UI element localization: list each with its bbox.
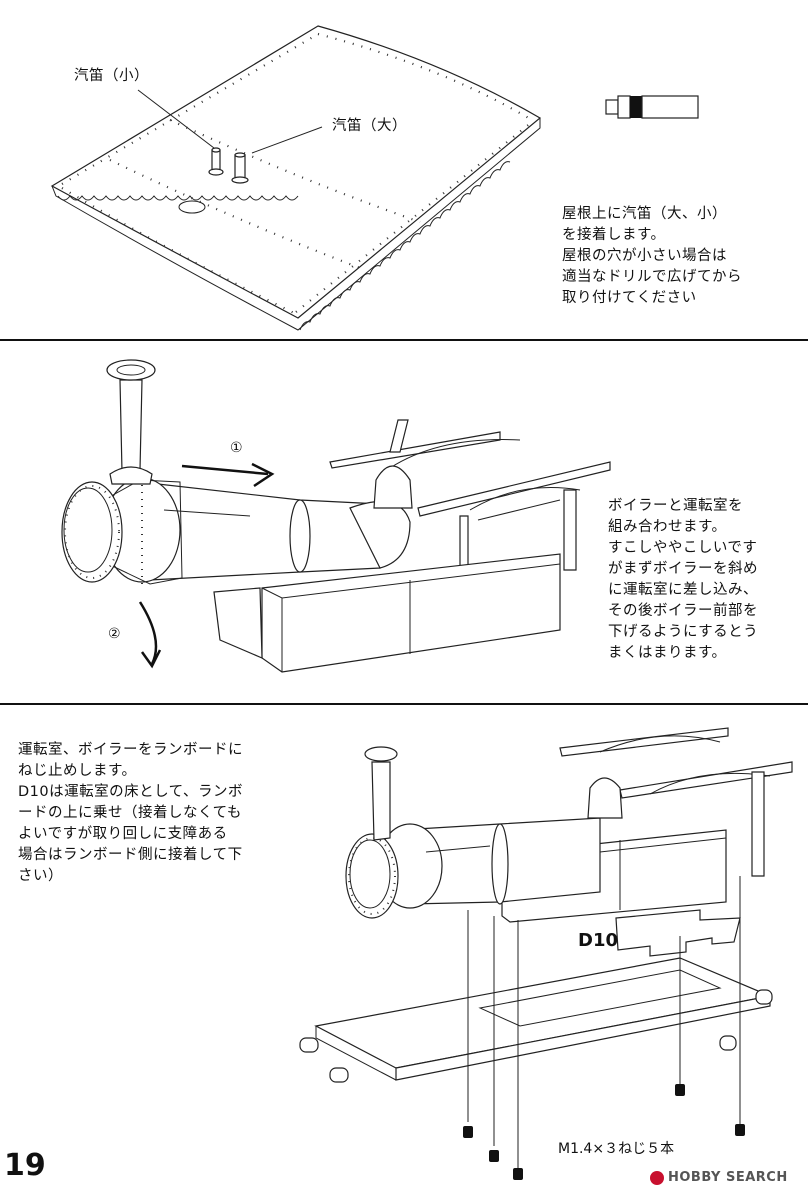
roof-instructions: 屋根上に汽笛（大、小） を接着します。 屋根の穴が小さい場合は 適当なドリルで広…	[562, 204, 742, 309]
instruction-line: ードの上に乗せ（接着しなくても	[18, 805, 242, 821]
instruction-line: まくはまります。	[608, 645, 727, 661]
instruction-line: すこしややこしいです	[608, 540, 758, 556]
boiler-cab-illustration	[61, 359, 611, 673]
instruction-line: 運転室、ボイラーをランボードに	[18, 742, 243, 758]
instruction-line: 屋根上に汽笛（大、小）	[562, 206, 727, 222]
section-divider	[0, 703, 808, 705]
screw-label: M1.4×３ねじ５本	[558, 1141, 675, 1157]
instruction-line: 適当なドリルで広げてから	[562, 269, 742, 285]
watermark-text: HOBBY SEARCH	[668, 1170, 788, 1185]
instruction-line: 屋根の穴が小さい場合は	[562, 248, 727, 264]
running-board-illustration	[299, 727, 793, 1180]
label-whistle-small: 汽笛（小）	[74, 68, 149, 84]
page-number: 19	[4, 1148, 46, 1183]
instruction-line: 取り付けてください	[562, 290, 697, 306]
instruction-line: その後ボイラー前部を	[608, 603, 758, 619]
step-2-marker: ②	[108, 626, 121, 642]
running-board-instructions: 運転室、ボイラーをランボードに ねじ止めします。 D10は運転室の床として、ラン…	[18, 740, 243, 887]
instruction-line: ねじ止めします。	[18, 763, 137, 779]
d10-part-label: D10	[578, 930, 618, 951]
instruction-line: 下げるようにするとう	[608, 624, 759, 640]
roof-illustration	[50, 25, 699, 331]
instruction-line: に運転室に差し込み、	[608, 582, 758, 598]
boiler-instructions: ボイラーと運転室を 組み合わせます。 すこしややこしいです がまずボイラーを斜め…	[608, 496, 758, 664]
watermark: HOBBY SEARCH	[650, 1170, 788, 1185]
instruction-line: 場合はランボード側に接着して下	[18, 847, 243, 863]
instruction-line: がまずボイラーを斜め	[608, 561, 758, 577]
label-whistle-large: 汽笛（大）	[332, 118, 407, 134]
hobby-search-logo-icon	[650, 1170, 664, 1185]
instruction-line: D10は運転室の床として、ランボ	[18, 784, 243, 800]
whistle-detail-icon	[605, 95, 699, 119]
section-divider	[0, 339, 808, 341]
instruction-line: を接着します。	[562, 227, 666, 243]
instruction-line: よいですが取り回しに支障ある	[18, 826, 228, 842]
step-1-marker: ①	[230, 440, 243, 456]
instruction-line: ボイラーと運転室を	[608, 498, 743, 514]
instruction-line: 組み合わせます。	[608, 519, 727, 535]
instruction-line: さい）	[18, 868, 63, 884]
